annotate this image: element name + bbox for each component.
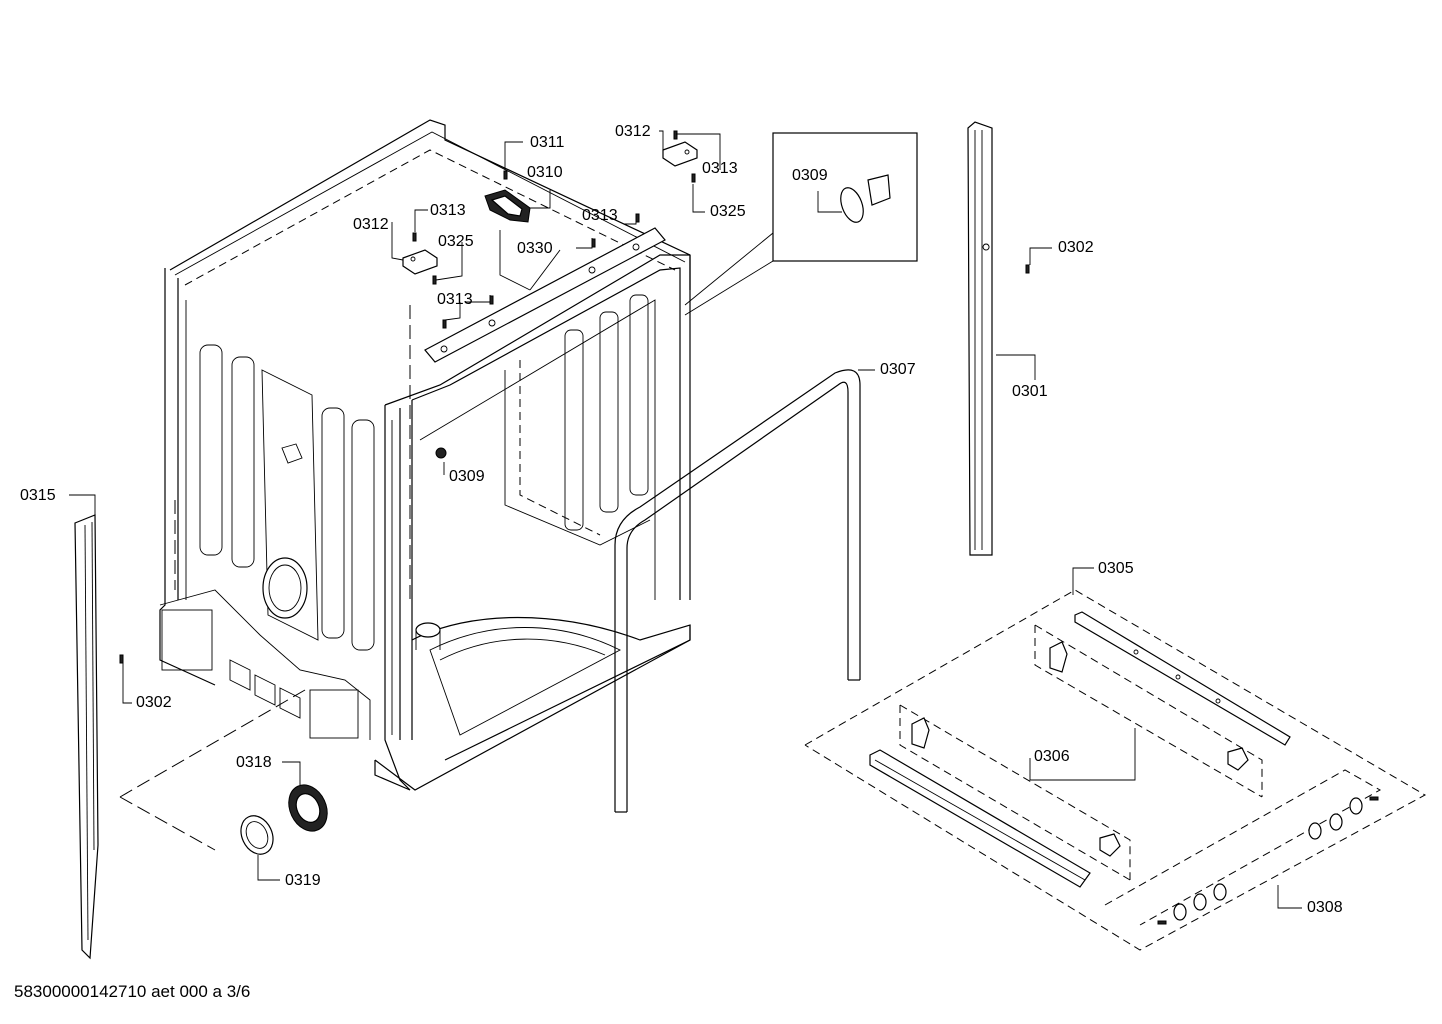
label-0325-right: 0325 bbox=[710, 203, 746, 220]
label-0313-c: 0313 bbox=[582, 207, 618, 224]
rail-assembly bbox=[804, 589, 1427, 951]
part-0318-0319 bbox=[240, 784, 328, 855]
label-0313-a: 0313 bbox=[430, 202, 466, 219]
label-0315: 0315 bbox=[20, 487, 56, 504]
label-0301: 0301 bbox=[1012, 383, 1048, 400]
label-0312-right: 0312 bbox=[615, 123, 651, 140]
label-0313-b: 0313 bbox=[702, 160, 738, 177]
top-strip bbox=[402, 130, 698, 363]
label-0330: 0330 bbox=[517, 240, 553, 257]
label-0309-callout: 0309 bbox=[792, 167, 828, 184]
label-0302-right: 0302 bbox=[1058, 239, 1094, 256]
label-0318: 0318 bbox=[236, 754, 272, 771]
label-0325-left: 0325 bbox=[438, 233, 474, 250]
part-0301-strip bbox=[967, 121, 1030, 556]
label-0308: 0308 bbox=[1307, 899, 1343, 916]
leader-lines bbox=[69, 130, 1302, 909]
label-0313-d: 0313 bbox=[437, 291, 473, 308]
drawing-reference-footer: 58300000142710 aet 000 a 3/6 bbox=[14, 982, 251, 1001]
detail-callout-0309 bbox=[684, 132, 918, 316]
label-0319: 0319 bbox=[285, 872, 321, 889]
part-0307-seal bbox=[614, 369, 861, 813]
label-0309-tub: 0309 bbox=[449, 468, 485, 485]
label-0302-left: 0302 bbox=[136, 694, 172, 711]
part-0315-strip bbox=[74, 514, 124, 960]
label-0306: 0306 bbox=[1034, 748, 1070, 765]
label-0311: 0311 bbox=[530, 134, 565, 151]
label-0312-left: 0312 bbox=[353, 216, 389, 233]
label-0307: 0307 bbox=[880, 361, 916, 378]
label-0305: 0305 bbox=[1098, 560, 1134, 577]
tub-assembly bbox=[119, 119, 691, 851]
label-0310: 0310 bbox=[527, 164, 563, 181]
